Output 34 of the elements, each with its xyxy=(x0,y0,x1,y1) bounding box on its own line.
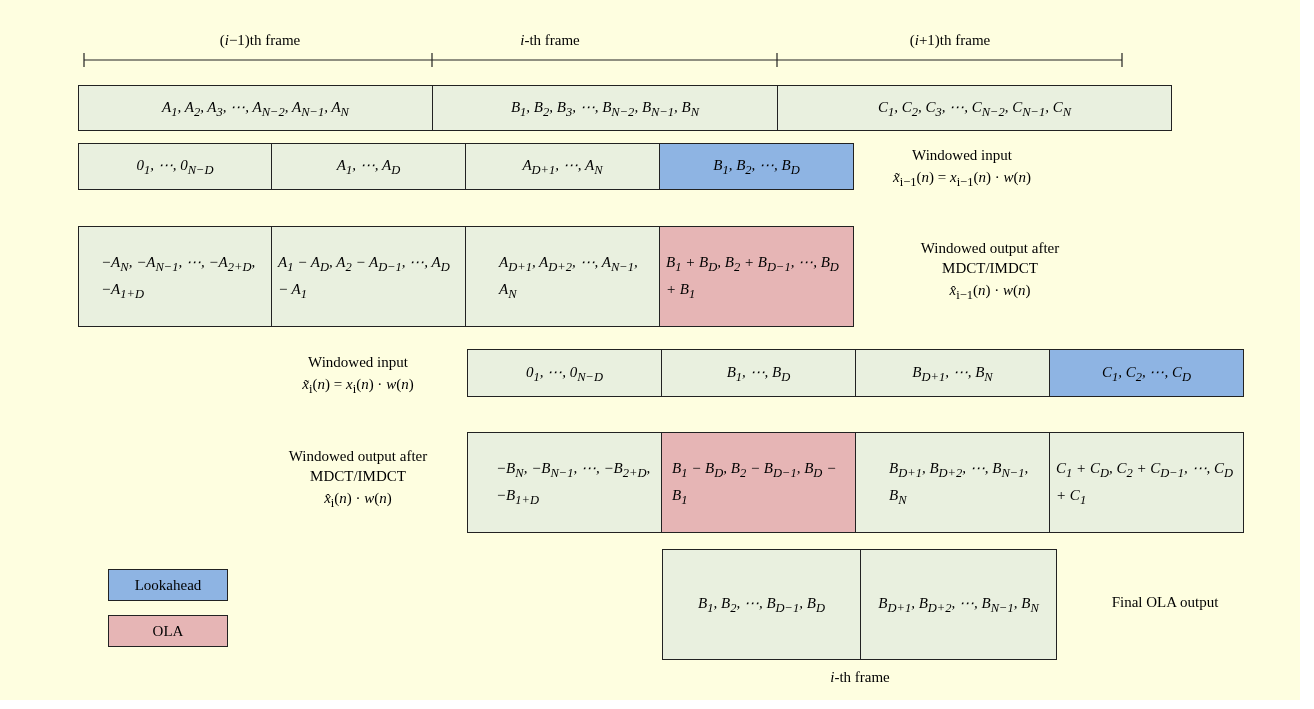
row-label: Windowed input xyxy=(307,353,409,372)
sample-block: C$_{1}$, C$_{2}$, ⋯, C$_{D}$ xyxy=(1049,349,1244,397)
sample-block: B$_{D+1}$, B$_{D+2}$, ⋯, B$_{N−1}$, B$_{N}$ xyxy=(860,549,1057,660)
frame-label: i-th frame xyxy=(829,668,891,687)
sample-block: B$_{1}$, B$_{2}$, B$_{3}$, ⋯, B$_{N−2}$, B$_{N−1}$, B$_{N}$ xyxy=(432,85,778,131)
formula: x̂$_{i}$(n) · w(n) xyxy=(323,489,393,512)
formula: x̂$_{i−1}$(n) · w(n) xyxy=(948,281,1032,304)
sample-block: 0$_{1}$, ⋯, 0$_{N−D}$ xyxy=(78,143,272,190)
sample-block: A$_{D+1}$, ⋯, A$_{N}$ xyxy=(465,143,660,190)
row-label: Final OLA output xyxy=(1110,593,1220,612)
sample-block: −A$_{N}$, −A$_{N−1}$, ⋯, −A$_{2+D}$, −A$_{1+D}$ xyxy=(78,226,272,327)
sample-block: C$_{1}$ + C$_{D}$, C$_{2}$ + C$_{D−1}$, ⋯, C$_{D}$ + C$_{1}$ xyxy=(1049,432,1244,533)
sample-block: B$_{1}$, B$_{2}$, ⋯, B$_{D−1}$, B$_{D}$ xyxy=(662,549,861,660)
frame-label: (i−1)th frame xyxy=(218,31,302,50)
sample-block: B$_{D+1}$, ⋯, B$_{N}$ xyxy=(855,349,1050,397)
sample-block: B$_{D+1}$, B$_{D+2}$, ⋯, B$_{N−1}$, B$_{N}$ xyxy=(855,432,1050,533)
sample-block: A$_{D+1}$, A$_{D+2}$, ⋯, A$_{N−1}$, A$_{N}$ xyxy=(465,226,660,327)
formula: x̃$_{i}$(n) = x$_{i}$(n) · w(n) xyxy=(301,375,415,398)
sample-block: A$_{1}$, ⋯, A$_{D}$ xyxy=(271,143,466,190)
frame-label: (i+1)th frame xyxy=(908,31,992,50)
sample-block: B$_{1}$ − B$_{D}$, B$_{2}$ − B$_{D−1}$, B$_{D}$ − B$_{1}$ xyxy=(661,432,856,533)
sample-block: B$_{1}$, ⋯, B$_{D}$ xyxy=(661,349,856,397)
sample-block: A$_{1}$, A$_{2}$, A$_{3}$, ⋯, A$_{N−2}$, A$_{N−1}$, A$_{N}$ xyxy=(78,85,433,131)
formula: x̃$_{i−1}$(n) = x$_{i−1}$(n) · w(n) xyxy=(892,168,1032,191)
sample-block: −B$_{N}$, −B$_{N−1}$, ⋯, −B$_{2+D}$, −B$_{1+D}$ xyxy=(467,432,662,533)
frame-label: i-th frame xyxy=(519,31,581,50)
sample-block: A$_{1}$ − A$_{D}$, A$_{2}$ − A$_{D−1}$, ⋯, A$_{D}$ − A$_{1}$ xyxy=(271,226,466,327)
legend-swatch: OLA xyxy=(108,615,228,647)
sample-block: 0$_{1}$, ⋯, 0$_{N−D}$ xyxy=(467,349,662,397)
sample-block: C$_{1}$, C$_{2}$, C$_{3}$, ⋯, C$_{N−2}$, C$_{N−1}$, C$_{N}$ xyxy=(777,85,1172,131)
row-label: Windowed input xyxy=(911,146,1013,165)
sample-block: B$_{1}$, B$_{2}$, ⋯, B$_{D}$ xyxy=(659,143,854,190)
sample-block: B$_{1}$ + B$_{D}$, B$_{2}$ + B$_{D−1}$, ⋯, B$_{D}$ + B$_{1}$ xyxy=(659,226,854,327)
legend-swatch: Lookahead xyxy=(108,569,228,601)
